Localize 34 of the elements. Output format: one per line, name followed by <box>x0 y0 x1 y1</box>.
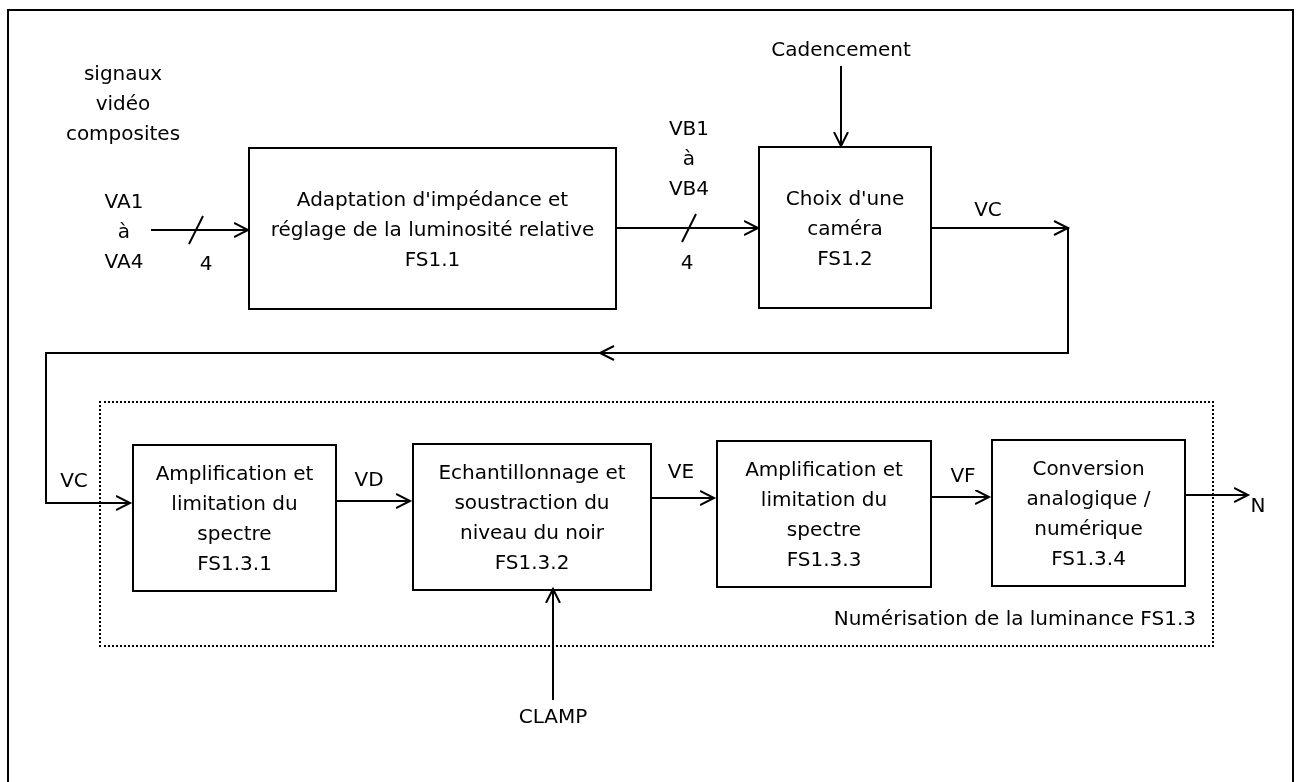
box-label: FS1.2 <box>817 244 873 272</box>
signal-label: N <box>1248 490 1268 520</box>
arrow <box>545 588 561 701</box>
box-label: FS1.3.1 <box>197 550 272 577</box>
signal-label: VA1 à VA4 <box>97 184 151 277</box>
signal-label: VB1 à VB4 <box>667 115 711 202</box>
arrow <box>616 220 759 236</box>
group-label: Numérisation de la luminance FS1.3 <box>833 605 1196 632</box>
signal-label: CLAMP <box>505 700 601 732</box>
process-box <box>132 444 337 592</box>
arrow <box>334 493 411 509</box>
box-label: Adaptation d'impédance et réglage de la luminosité relative <box>269 185 596 243</box>
arrow <box>929 489 990 505</box>
signal-label: Cadencement <box>766 32 916 66</box>
arrow <box>833 65 849 147</box>
box-label: FS1.3.4 <box>1051 545 1126 572</box>
process-box <box>991 439 1186 587</box>
box-label: FS1.3.3 <box>786 546 862 573</box>
arrow <box>150 222 249 238</box>
arrow <box>649 490 715 506</box>
box-label: Conversion analogique / numérique <box>1025 455 1152 542</box>
signal-label: signaux vidéo composites <box>64 60 182 147</box>
process-box <box>248 147 617 310</box>
process-box <box>716 440 932 588</box>
box-label: FS1.1 <box>404 245 461 273</box>
box-label: Echantillonnage et soustraction du niveau du noir FS1.3.2 <box>437 459 627 576</box>
box-label: Amplification et limitation du spectre <box>154 460 315 547</box>
box-label: Choix d'une caméra <box>784 184 906 242</box>
arrow <box>1183 487 1249 503</box>
process-box <box>758 146 932 309</box>
signal-label: VC <box>59 467 89 494</box>
box-label: Amplification et limitation du spectre <box>744 456 904 543</box>
arrow <box>45 220 1071 511</box>
process-box <box>412 443 652 591</box>
